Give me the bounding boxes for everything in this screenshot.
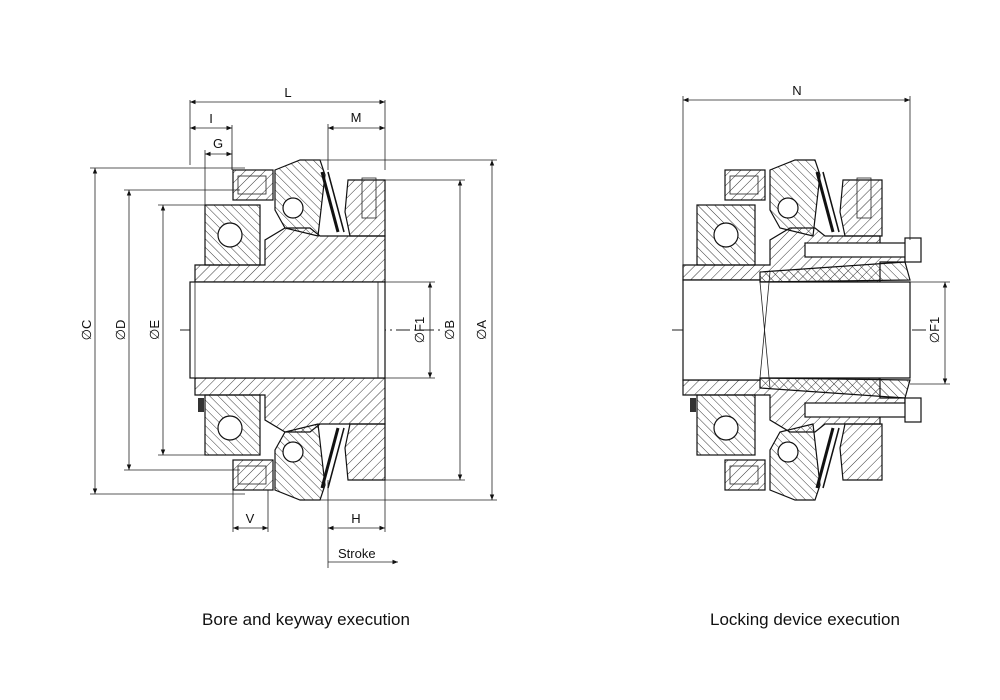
flange-upper-right	[724, 169, 766, 201]
label-E: ∅E	[147, 320, 162, 340]
right-section-view: N ∅F1	[672, 83, 950, 501]
label-G: G	[213, 136, 223, 151]
seal-right	[690, 398, 696, 412]
bore-left	[189, 281, 386, 379]
pressure-ring-lower-right	[769, 423, 821, 501]
label-F1: ∅F1	[412, 317, 427, 344]
ball-bearing-upper	[217, 222, 243, 248]
flange-upper	[232, 169, 274, 201]
disc-spring-lower-right	[815, 427, 835, 489]
small-ball-lower	[282, 441, 304, 463]
label-V: V	[246, 511, 255, 526]
label-B: ∅B	[442, 320, 457, 340]
disc-spring-upper	[320, 171, 340, 233]
label-N: N	[792, 83, 801, 98]
label-D: ∅D	[113, 320, 128, 341]
label-A: ∅A	[474, 320, 489, 340]
caption-right: Locking device execution	[710, 610, 900, 629]
taper-sleeve-upper	[759, 261, 911, 283]
label-F1-right: ∅F1	[927, 317, 942, 344]
pressure-ring-upper-right	[769, 159, 821, 237]
ball-bearing-lower	[217, 415, 243, 441]
adjusting-nut-lower-right	[839, 423, 883, 481]
disc-spring-lower	[320, 427, 340, 489]
pressure-ring-lower	[274, 423, 326, 501]
flange-lower-right	[724, 459, 766, 491]
caption-left: Bore and keyway execution	[202, 610, 410, 629]
adjusting-nut-lower	[344, 423, 386, 481]
label-I: I	[209, 111, 213, 126]
label-stroke: Stroke	[338, 546, 376, 561]
label-M: M	[351, 110, 362, 125]
left-section-view: L I G M ∅C ∅D ∅E ∅F1 ∅B	[79, 85, 497, 568]
small-ball-upper	[282, 197, 304, 219]
locking-bolt-lower	[804, 402, 911, 418]
adjusting-nut-upper	[344, 179, 386, 237]
label-H: H	[351, 511, 360, 526]
ball-bearing-upper-right	[713, 222, 739, 248]
seal-left	[198, 398, 204, 412]
taper-sleeve-lower	[759, 377, 911, 399]
locking-bolt-upper	[804, 242, 911, 258]
flange-lower	[232, 459, 274, 491]
adjusting-nut-upper-right	[839, 179, 883, 237]
label-L: L	[284, 85, 291, 100]
label-C: ∅C	[79, 320, 94, 341]
disc-spring-upper-right	[815, 171, 835, 233]
pressure-ring-upper	[274, 159, 326, 237]
ball-bearing-lower-right	[713, 415, 739, 441]
bore-right	[682, 279, 911, 381]
